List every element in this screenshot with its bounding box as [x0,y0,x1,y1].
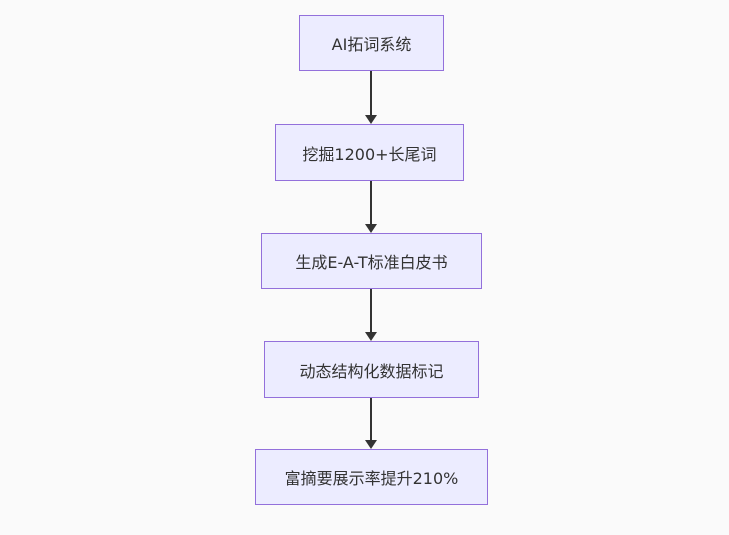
flow-arrow-1 [364,71,378,124]
arrow-line [370,289,372,334]
arrowhead-down-icon [365,224,377,233]
flow-arrow-3 [364,289,378,341]
flow-node-structured-data-markup: 动态结构化数据标记 [264,341,479,398]
arrow-line [370,71,372,117]
flow-node-ai-keyword-system: AI拓词系统 [299,15,444,71]
arrow-line [370,398,372,442]
flow-arrow-2 [364,181,378,233]
flow-arrow-4 [364,398,378,449]
arrowhead-down-icon [365,332,377,341]
arrow-line [370,181,372,226]
flow-node-eat-whitepaper: 生成E-A-T标准白皮书 [261,233,482,289]
flow-node-longtail-mining: 挖掘1200+长尾词 [275,124,464,181]
arrowhead-down-icon [365,440,377,449]
arrowhead-down-icon [365,115,377,124]
flow-node-rich-snippet-uplift: 富摘要展示率提升210% [255,449,488,505]
